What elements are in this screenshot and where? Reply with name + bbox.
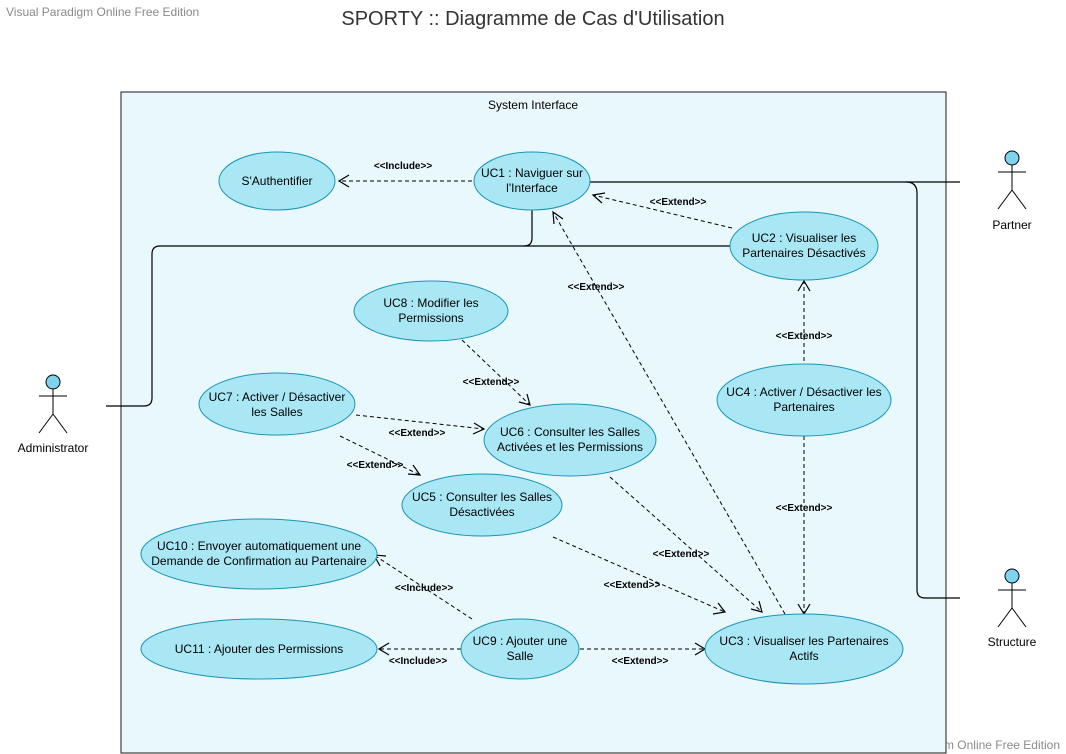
use-case-uc10-line2: Demande de Confirmation au Partenaire: [151, 554, 367, 568]
label-extend-uc4-uc2: <<Extend>>: [776, 331, 833, 342]
use-case-uc2[interactable]: UC2 : Visualiser les Partenaires Désacti…: [729, 211, 879, 281]
label-extend-uc8: <<Extend>>: [463, 377, 520, 388]
label-extend-uc3-uc1: <<Extend>>: [568, 282, 625, 293]
label-include-uc11: <<Include>>: [389, 656, 448, 667]
use-case-uc7[interactable]: UC7 : Activer / Désactiver les Salles: [198, 372, 356, 436]
label-extend-uc9-uc3: <<Extend>>: [612, 656, 669, 667]
use-case-uc10[interactable]: UC10 : Envoyer automatiquement une Deman…: [140, 518, 378, 590]
use-case-uc4-line2: Partenaires: [773, 400, 834, 414]
use-case-uc2-line2: Partenaires Désactivés: [742, 246, 865, 260]
relation-uc8-extend-uc6: [461, 339, 531, 406]
use-case-uc1-line2: l'Interface: [506, 181, 558, 195]
label-extend-uc6-uc3: <<Extend>>: [653, 549, 710, 560]
assoc-administrator-uc1: [523, 210, 533, 247]
use-case-uc3-line1: UC3 : Visualiser les Partenaires: [719, 634, 888, 648]
use-case-uc10-line1: UC10 : Envoyer automatiquement une: [157, 539, 361, 553]
use-case-uc8[interactable]: UC8 : Modifier les Permissions: [353, 280, 509, 342]
use-case-uc11[interactable]: UC11 : Ajouter des Permissions: [140, 618, 378, 680]
actor-administrator-label: Administrator: [18, 441, 89, 455]
relation-uc3-extend-uc1: [552, 210, 786, 615]
use-case-uc1-line1: UC1 : Naviguer sur: [481, 166, 583, 180]
label-extend-uc4-uc3: <<Extend>>: [776, 503, 833, 514]
relation-uc4-extend-uc2: [797, 279, 811, 368]
use-case-authenticate[interactable]: S'Authentifier: [218, 151, 336, 211]
use-case-authenticate-label: S'Authentifier: [242, 174, 313, 188]
use-case-uc2-line1: UC2 : Visualiser les: [752, 231, 856, 245]
actor-head-icon: [45, 374, 61, 390]
use-case-uc6[interactable]: UC6 : Consulter les Salles Activées et l…: [483, 403, 657, 477]
actor-structure[interactable]: Structure: [988, 568, 1037, 649]
actor-structure-label: Structure: [988, 635, 1037, 649]
relation-uc2-extend-uc1: [591, 192, 733, 229]
use-case-uc8-line2: Permissions: [398, 311, 463, 325]
actor-partner[interactable]: Partner: [992, 150, 1032, 232]
use-case-uc9[interactable]: UC9 : Ajouter une Salle: [460, 618, 580, 680]
use-case-uc6-line1: UC6 : Consulter les Salles: [500, 425, 640, 439]
use-case-uc1[interactable]: UC1 : Naviguer sur l'Interface: [473, 151, 591, 211]
relation-uc7-extend-uc5: [339, 435, 422, 476]
label-extend-uc7-uc6: <<Extend>>: [389, 428, 446, 439]
use-case-uc8-line1: UC8 : Modifier les: [383, 296, 478, 310]
use-case-uc5-line2: Désactivées: [449, 505, 514, 519]
use-case-uc7-line1: UC7 : Activer / Désactiver: [209, 390, 346, 404]
label-include-uc10: <<Include>>: [395, 583, 454, 594]
use-case-uc9-line2: Salle: [507, 649, 534, 663]
use-case-uc5-line1: UC5 : Consulter les Salles: [412, 490, 552, 504]
use-case-uc11-label: UC11 : Ajouter des Permissions: [175, 642, 344, 656]
diagram-title: SPORTY :: Diagramme de Cas d'Utilisation: [341, 8, 724, 30]
use-case-uc4[interactable]: UC4 : Activer / Désactiver les Partenair…: [716, 363, 892, 437]
system-label: System Interface: [488, 98, 578, 112]
use-case-uc5[interactable]: UC5 : Consulter les Salles Désactivées: [401, 473, 563, 537]
relation-uc6-extend-uc3: [609, 476, 763, 613]
relation-uc1-include-auth: [337, 174, 472, 188]
watermark-top: Visual Paradigm Online Free Edition: [6, 5, 199, 19]
actor-head-icon: [1004, 150, 1020, 166]
relation-uc7-extend-uc6: [355, 414, 486, 435]
relation-uc9-include-uc11: [377, 642, 461, 656]
label-extend-uc7-uc5: <<Extend>>: [347, 460, 404, 471]
use-case-uc3[interactable]: UC3 : Visualiser les Partenaires Actifs: [704, 613, 904, 685]
actor-administrator[interactable]: Administrator: [18, 374, 89, 455]
actor-partner-label: Partner: [992, 218, 1031, 232]
label-extend-uc2: <<Extend>>: [650, 197, 707, 208]
use-case-uc4-line1: UC4 : Activer / Désactiver les: [726, 385, 881, 399]
label-include-auth: <<Include>>: [374, 161, 433, 172]
use-case-uc9-line1: UC9 : Ajouter une: [473, 634, 568, 648]
assoc-structure: [905, 181, 960, 599]
use-case-uc7-line2: les Salles: [251, 405, 302, 419]
use-case-uc6-line2: Activées et les Permissions: [497, 440, 643, 454]
use-case-uc3-line2: Actifs: [789, 649, 818, 663]
label-extend-uc5-uc3: <<Extend>>: [604, 580, 661, 591]
relation-uc5-extend-uc3: [552, 536, 727, 615]
actor-head-icon: [1004, 568, 1020, 584]
assoc-administrator: [106, 245, 736, 407]
